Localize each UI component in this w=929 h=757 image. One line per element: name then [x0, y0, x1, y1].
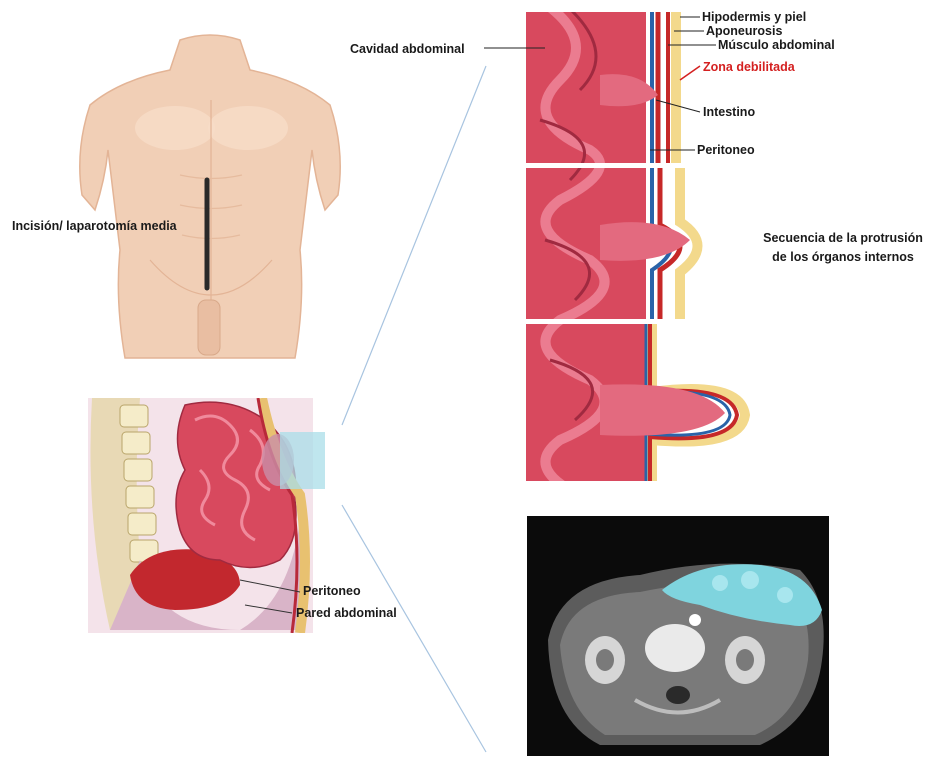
- abdominal-cavity-label: Cavidad abdominal: [350, 42, 465, 56]
- sequence-caption-line-1: Secuencia de la protrusión: [758, 229, 928, 248]
- hypodermis-label: Hipodermis y piel: [702, 10, 806, 24]
- sequence-caption: Secuencia de la protrusión de los órgano…: [758, 229, 928, 267]
- ct-bladder: [645, 624, 705, 672]
- weakened-zone-label: Zona debilitada: [703, 60, 795, 74]
- abdominal-wall-label: Pared abdominal: [296, 606, 397, 620]
- abdominal-muscle-label: Músculo abdominal: [718, 38, 835, 52]
- ct-rectum: [666, 686, 690, 704]
- incision-label: Incisión/ laparotomía media: [12, 219, 177, 233]
- peritoneum-side-label: Peritoneo: [303, 584, 361, 598]
- intestine-label: Intestino: [703, 105, 755, 119]
- aponeurosis-label: Aponeurosis: [706, 24, 782, 38]
- sequence-caption-line-2: de los órganos internos: [758, 248, 928, 267]
- peritoneum-top-label: Peritoneo: [697, 143, 755, 157]
